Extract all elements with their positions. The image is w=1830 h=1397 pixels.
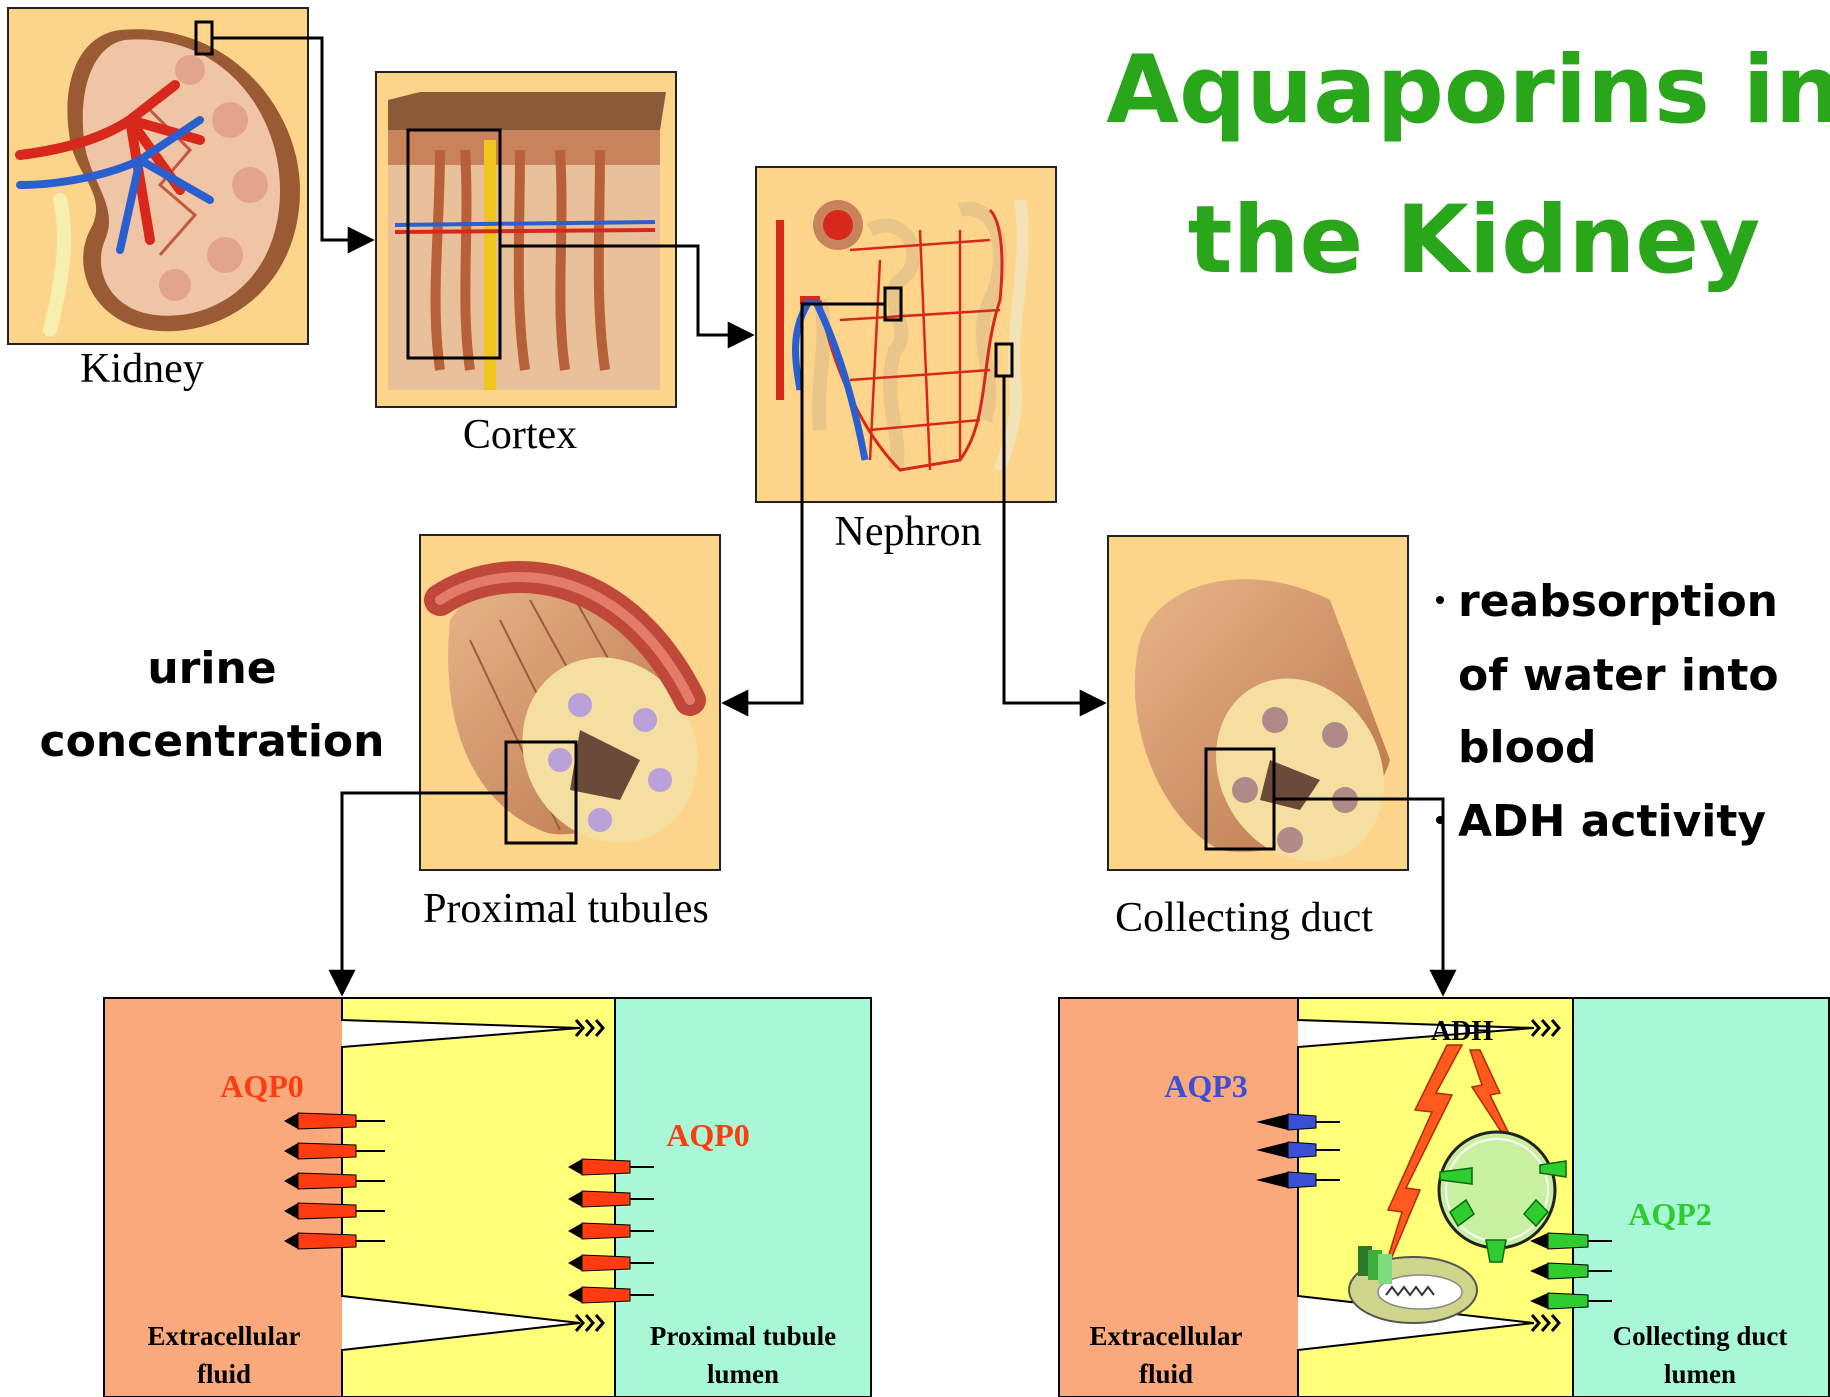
cortex-label: Cortex [463, 412, 577, 458]
collecting-label: Collecting duct [1115, 895, 1373, 941]
extracellular-label-line-1: Extracellular [148, 1321, 301, 1351]
aqp3-label: AQP3 [1164, 1068, 1248, 1104]
aqp0-apical-label: AQP0 [666, 1117, 750, 1153]
bullet-dot [1436, 816, 1444, 824]
adh-label: ADH [1431, 1016, 1493, 1047]
cortex-panel: Cortex [376, 72, 676, 458]
collecting-panel: Collecting duct [1108, 536, 1417, 941]
right-note-line-4: ADH activity [1458, 796, 1766, 847]
proximal-cell-diagram: AQP0 AQP0 Extracellular fluid Proximal t… [104, 998, 871, 1397]
nephron-label: Nephron [835, 509, 982, 555]
cortex-illustration [388, 92, 666, 390]
kidney-panel: Kidney [8, 8, 308, 392]
collecting-cell-diagram: ADH AQP3 AQP2 Extracellular fluid Collec… [1059, 998, 1829, 1397]
lumen-label-line-2: lumen [1664, 1359, 1736, 1389]
right-note-line-2: of water into [1458, 650, 1779, 701]
bullet-dot [1436, 596, 1444, 604]
title-line-1: Aquaporins in [1106, 36, 1830, 145]
proximal-panel: Proximal tubules [420, 535, 731, 932]
extracellular-label-line-1: Extracellular [1090, 1321, 1243, 1351]
title-line-2: the Kidney [1188, 186, 1761, 295]
aqp2-label: AQP2 [1628, 1196, 1712, 1232]
proximal-label: Proximal tubules [423, 886, 709, 932]
kidney-label: Kidney [80, 346, 204, 392]
lumen-label-line-1: Proximal tubule [650, 1321, 836, 1351]
aqp0-basal-label: AQP0 [220, 1068, 304, 1104]
extracellular-label-line-2: fluid [197, 1359, 251, 1389]
lumen-label-line-1: Collecting duct [1613, 1321, 1788, 1351]
right-note-line-1: reabsorption [1458, 576, 1778, 627]
vesicle [1439, 1132, 1555, 1248]
right-note: reabsorption of water into blood ADH act… [1436, 576, 1779, 847]
left-note-line-1: urine [147, 643, 276, 694]
right-note-line-3: blood [1458, 722, 1597, 773]
left-note-line-2: concentration [40, 716, 385, 767]
lumen-label-line-2: lumen [707, 1359, 779, 1389]
extracellular-label-line-2: fluid [1139, 1359, 1193, 1389]
